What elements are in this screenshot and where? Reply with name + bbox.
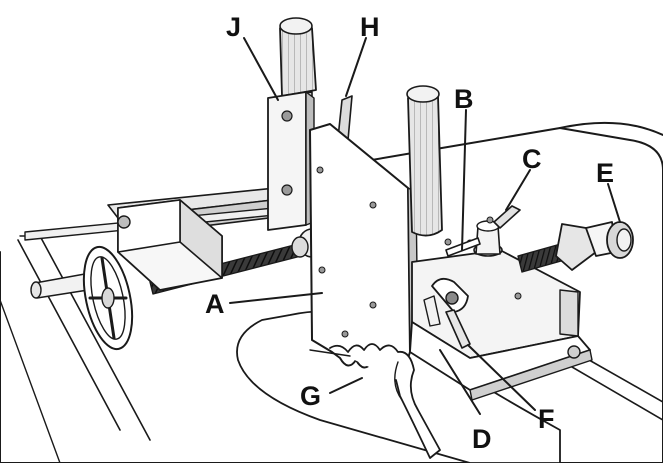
saw-blade [309, 343, 441, 459]
callout-j: J [226, 12, 241, 42]
callout-f: F [538, 404, 555, 434]
callout-b: B [454, 84, 474, 114]
callout-h: H [360, 12, 380, 42]
callout-c: C [522, 144, 542, 174]
pivot-assembly [445, 205, 521, 257]
leader-f [467, 344, 536, 411]
leader-lines [229, 37, 621, 415]
leader-h [345, 37, 367, 97]
adjustment-rod [517, 221, 634, 273]
front-knob [406, 85, 443, 237]
callout-a: A [205, 289, 225, 319]
callout-d: D [472, 424, 492, 454]
leader-a [229, 292, 323, 304]
clamp-assembly [30, 199, 326, 351]
leader-e [607, 183, 621, 223]
hand-wheel [82, 245, 134, 351]
callout-g: G [300, 381, 321, 411]
bracket-plate-j [267, 91, 315, 231]
leader-g [329, 377, 363, 394]
leader-d [439, 349, 481, 415]
leader-c [505, 169, 531, 211]
leader-b [461, 109, 467, 251]
callout-e: E [596, 158, 614, 188]
callout-labels: A B C D E F G H J [205, 12, 614, 454]
leader-j [243, 37, 279, 101]
cam-lever-f [423, 277, 471, 349]
